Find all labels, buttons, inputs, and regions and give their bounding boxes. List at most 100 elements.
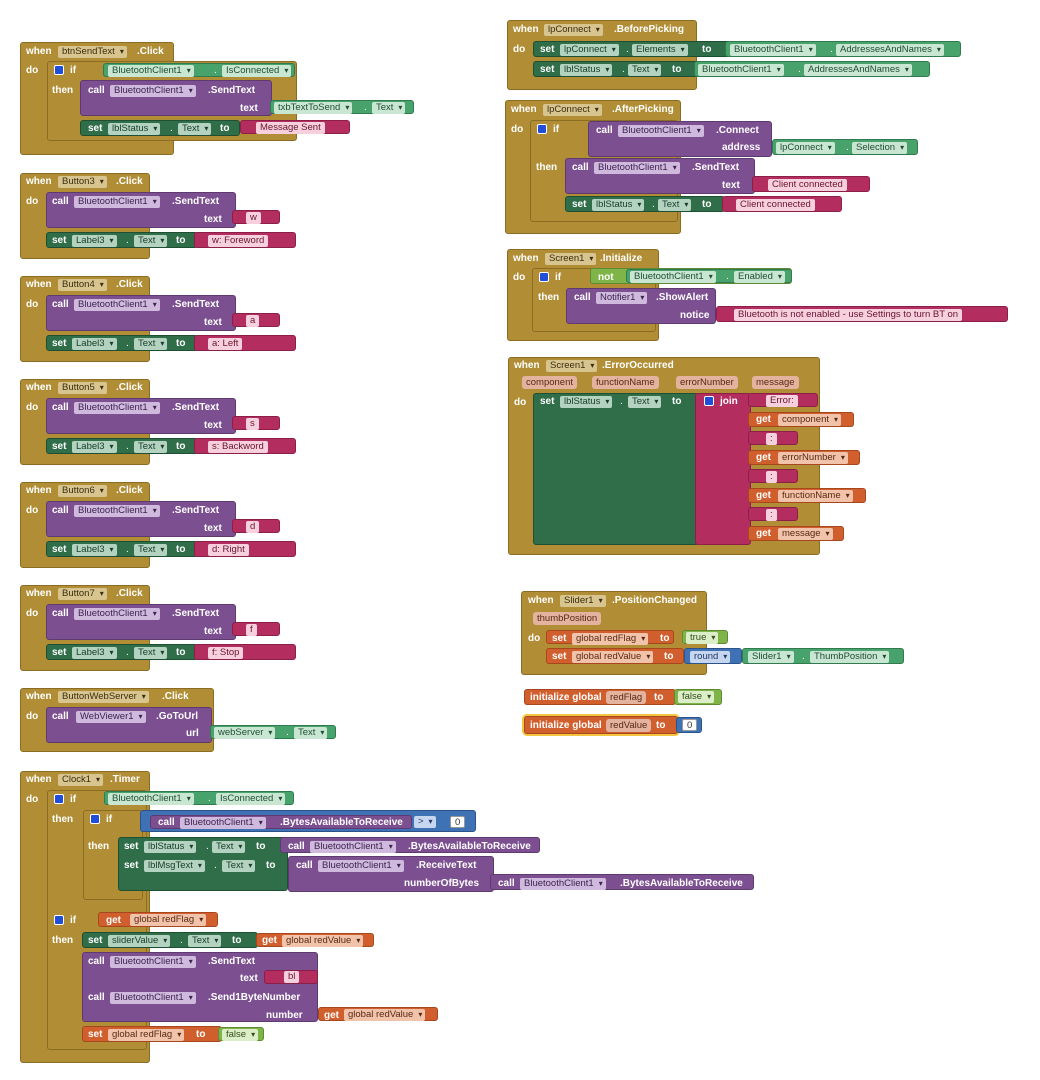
variable-dropdown[interactable]: global redValue (572, 651, 654, 663)
variable-dropdown[interactable]: global redFlag (108, 1029, 185, 1041)
boolean-dropdown[interactable]: true (686, 632, 719, 644)
component-dropdown[interactable]: BluetoothClient1 (318, 860, 404, 872)
component-dropdown[interactable]: BluetoothClient1 (110, 956, 196, 968)
string-value[interactable]: f: Stop (208, 647, 244, 659)
component-dropdown[interactable]: lblStatus (560, 396, 613, 408)
component-dropdown[interactable]: BluetoothClient1 (594, 162, 680, 174)
component-dropdown[interactable]: sliderValue (108, 935, 171, 947)
component-dropdown[interactable]: lblMsgText (144, 860, 205, 872)
string-value[interactable]: : (766, 509, 777, 521)
component-dropdown[interactable]: lpConnect (776, 142, 835, 154)
boolean-dropdown[interactable]: false (222, 1029, 259, 1041)
variable-dropdown[interactable]: global redFlag (130, 914, 207, 926)
string-value[interactable]: w: Foreword (208, 235, 269, 247)
variable-dropdown[interactable]: global redValue (344, 1009, 426, 1021)
component-dropdown[interactable]: BluetoothClient1 (110, 85, 196, 97)
param-functionname[interactable]: functionName (592, 376, 659, 389)
component-dropdown[interactable]: Label3 (72, 338, 117, 350)
component-dropdown[interactable]: BluetoothClient1 (730, 44, 816, 56)
string-value[interactable]: f (246, 624, 257, 636)
property-dropdown[interactable]: Text (658, 199, 692, 211)
string-value[interactable]: w (246, 212, 261, 224)
property-dropdown[interactable]: Selection (852, 142, 908, 154)
gear-icon[interactable] (54, 65, 64, 75)
component-dropdown[interactable]: BluetoothClient1 (110, 992, 196, 1004)
property-dropdown[interactable]: IsConnected (222, 65, 292, 77)
component-dropdown[interactable]: Button4 (58, 279, 107, 291)
component-dropdown[interactable]: Button3 (58, 176, 107, 188)
string-value[interactable]: s: Backword (208, 441, 268, 453)
param-errornumber[interactable]: errorNumber (676, 376, 738, 389)
component-dropdown[interactable]: BluetoothClient1 (108, 65, 194, 77)
component-dropdown[interactable]: Clock1 (58, 774, 104, 786)
component-dropdown[interactable]: Label3 (72, 441, 117, 453)
string-value[interactable]: Error: (766, 395, 798, 407)
component-dropdown[interactable]: ButtonWebServer (58, 691, 149, 703)
component-dropdown[interactable]: Button7 (58, 588, 107, 600)
component-dropdown[interactable]: lpConnect (543, 104, 602, 116)
number-value[interactable]: 0 (450, 816, 466, 828)
gear-icon[interactable] (539, 272, 549, 282)
global-name[interactable]: redFlag (606, 691, 647, 704)
component-dropdown[interactable]: Label3 (72, 544, 117, 556)
component-dropdown[interactable]: BluetoothClient1 (520, 878, 606, 890)
param-dropdown[interactable]: component (778, 414, 842, 426)
property-dropdown[interactable]: AddressesAndNames (804, 64, 912, 76)
gear-icon[interactable] (54, 915, 64, 925)
component-dropdown[interactable]: BluetoothClient1 (108, 793, 194, 805)
component-dropdown[interactable]: btnSendText (58, 46, 127, 58)
component-dropdown[interactable]: Label3 (72, 235, 117, 247)
component-dropdown[interactable]: BluetoothClient1 (698, 64, 784, 76)
component-dropdown[interactable]: BluetoothClient1 (74, 505, 160, 517)
component-dropdown[interactable]: BluetoothClient1 (310, 841, 396, 853)
string-value[interactable]: : (766, 471, 777, 483)
component-dropdown[interactable]: BluetoothClient1 (180, 817, 266, 829)
component-dropdown[interactable]: BluetoothClient1 (74, 608, 160, 620)
string-value[interactable]: Bluetooth is not enabled - use Settings … (734, 309, 963, 321)
property-dropdown[interactable]: Text (134, 544, 168, 556)
param-component[interactable]: component (522, 376, 578, 389)
string-value[interactable]: bl (284, 971, 300, 983)
property-dropdown[interactable]: IsConnected (216, 793, 286, 805)
component-dropdown[interactable]: Notifier1 (596, 292, 648, 304)
property-dropdown[interactable]: Text (372, 102, 406, 114)
component-dropdown[interactable]: BluetoothClient1 (618, 125, 704, 137)
param-dropdown[interactable]: errorNumber (778, 452, 848, 464)
component-dropdown[interactable]: lblStatus (144, 841, 197, 853)
property-dropdown[interactable]: Text (222, 860, 256, 872)
string-value[interactable]: Message Sent (256, 122, 325, 134)
component-dropdown[interactable]: Button5 (58, 382, 107, 394)
gear-icon[interactable] (704, 396, 714, 406)
property-dropdown[interactable]: Text (178, 123, 212, 135)
component-dropdown[interactable]: Button6 (58, 485, 107, 497)
property-dropdown[interactable]: Text (134, 647, 168, 659)
param-dropdown[interactable]: message (778, 528, 833, 540)
global-name[interactable]: redValue (606, 719, 652, 732)
property-dropdown[interactable]: Enabled (734, 271, 785, 283)
component-dropdown[interactable]: Slider1 (748, 651, 794, 663)
string-value[interactable]: : (766, 433, 777, 445)
join-block[interactable] (695, 393, 751, 545)
gear-icon[interactable] (90, 814, 100, 824)
component-dropdown[interactable]: lpConnect (544, 24, 603, 36)
property-dropdown[interactable]: Text (212, 841, 246, 853)
component-dropdown[interactable]: BluetoothClient1 (630, 271, 716, 283)
string-value[interactable]: Client connected (768, 179, 847, 191)
component-dropdown[interactable]: BluetoothClient1 (74, 196, 160, 208)
number-value[interactable]: 0 (682, 719, 698, 731)
component-dropdown[interactable]: WebViewer1 (76, 711, 146, 723)
component-dropdown[interactable]: lblStatus (108, 123, 161, 135)
string-value[interactable]: d: Right (208, 544, 249, 556)
component-dropdown[interactable]: Label3 (72, 647, 117, 659)
string-value[interactable]: s (246, 418, 259, 430)
string-value[interactable]: a: Left (208, 338, 243, 350)
property-dropdown[interactable]: Text (188, 935, 222, 947)
gear-icon[interactable] (54, 794, 64, 804)
set-lblstatus[interactable] (565, 196, 725, 212)
component-dropdown[interactable]: lblStatus (560, 64, 613, 76)
param-thumbposition[interactable]: thumbPosition (533, 612, 602, 625)
component-dropdown[interactable]: BluetoothClient1 (74, 299, 160, 311)
string-value[interactable]: Client connected (736, 199, 815, 211)
property-dropdown[interactable]: Elements (632, 44, 688, 56)
component-dropdown[interactable]: Screen1 (546, 360, 598, 372)
